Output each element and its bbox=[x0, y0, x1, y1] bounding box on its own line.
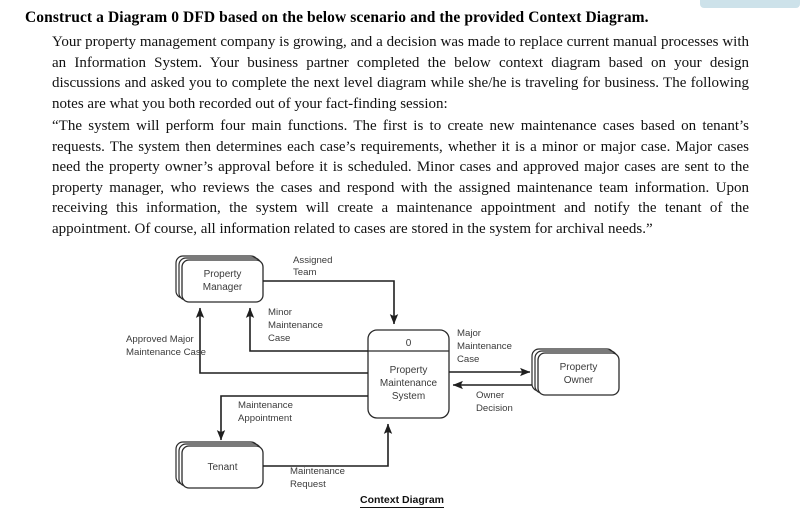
process-label-1: Property bbox=[390, 365, 428, 376]
process-property-maintenance-system[interactable]: 0 Property Maintenance System bbox=[367, 329, 450, 419]
flow-approved-major-maintenance-case-path bbox=[195, 307, 368, 374]
flow-assigned-team-path bbox=[263, 280, 399, 325]
entity-tenant[interactable]: Tenant bbox=[175, 441, 264, 489]
flow-maintenance-appointment-label-2: Appointment bbox=[238, 413, 292, 424]
top-accent-bar bbox=[700, 0, 800, 8]
context-diagram: Property Manager Tenant Property Owner 0… bbox=[0, 250, 804, 516]
diagram-caption: Context Diagram bbox=[0, 494, 804, 508]
flow-maintenance-appointment-label-1: Maintenance bbox=[238, 400, 293, 411]
flow-minor-maintenance-case: Minor Maintenance Case bbox=[245, 307, 368, 352]
flow-assigned-team: Assigned Team bbox=[263, 255, 399, 325]
entity-property-owner-label-1: Property bbox=[560, 362, 598, 373]
flow-owner-decision-label-2: Decision bbox=[476, 403, 513, 414]
flow-maintenance-appointment: Maintenance Appointment bbox=[216, 395, 368, 441]
entity-property-manager-label-1: Property bbox=[204, 269, 242, 280]
flow-maintenance-appointment-path bbox=[216, 395, 368, 441]
flow-approved-major-label-2: Maintenance Case bbox=[126, 347, 206, 358]
process-box bbox=[367, 329, 450, 419]
flow-major-maintenance-case-label-2: Maintenance bbox=[457, 341, 512, 352]
notes-paragraph: “The system will perform four main funct… bbox=[52, 118, 749, 237]
entity-property-manager[interactable]: Property Manager bbox=[175, 255, 264, 303]
entity-property-owner-label-2: Owner bbox=[564, 375, 594, 386]
flow-approved-major-label-1: Approved Major bbox=[126, 334, 195, 345]
page-title: Construct a Diagram 0 DFD based on the b… bbox=[25, 9, 649, 26]
entity-property-manager-label-2: Manager bbox=[203, 282, 243, 293]
flow-assigned-team-label-1: Assigned bbox=[293, 255, 332, 266]
flow-minor-maintenance-case-label-1: Minor bbox=[268, 307, 293, 318]
flow-major-maintenance-case-label-3: Case bbox=[457, 354, 479, 365]
entity-property-owner[interactable]: Property Owner bbox=[531, 348, 620, 396]
entity-property-owner-face bbox=[537, 352, 620, 396]
flow-maintenance-request: Maintenance Request bbox=[263, 423, 393, 490]
flow-major-maintenance-case: Major Maintenance Case bbox=[449, 328, 531, 377]
flow-major-maintenance-case-label-1: Major bbox=[457, 328, 482, 339]
flow-approved-major-maintenance-case: Approved Major Maintenance Case bbox=[126, 307, 368, 374]
process-label-3: System bbox=[392, 391, 425, 402]
flow-maintenance-request-label-1: Maintenance bbox=[290, 466, 345, 477]
flow-owner-decision-label-1: Owner bbox=[476, 390, 505, 401]
entity-tenant-label-1: Tenant bbox=[207, 462, 237, 473]
process-number: 0 bbox=[406, 338, 412, 349]
entity-property-manager-face bbox=[181, 259, 264, 303]
flow-owner-decision: Owner Decision bbox=[452, 380, 532, 414]
entity-tenant-face bbox=[181, 445, 264, 489]
flow-minor-maintenance-case-label-2: Maintenance bbox=[268, 320, 323, 331]
flow-maintenance-request-label-2: Request bbox=[290, 479, 326, 490]
scenario-paragraph: Your property management company is grow… bbox=[52, 34, 749, 112]
flow-maintenance-request-path bbox=[263, 423, 393, 467]
diagram-caption-text: Context Diagram bbox=[359, 494, 444, 508]
flow-assigned-team-label-2: Team bbox=[293, 267, 316, 278]
flow-minor-maintenance-case-label-3: Case bbox=[268, 333, 290, 344]
process-label-2: Maintenance bbox=[380, 378, 438, 389]
flow-minor-maintenance-case-path bbox=[245, 307, 368, 352]
